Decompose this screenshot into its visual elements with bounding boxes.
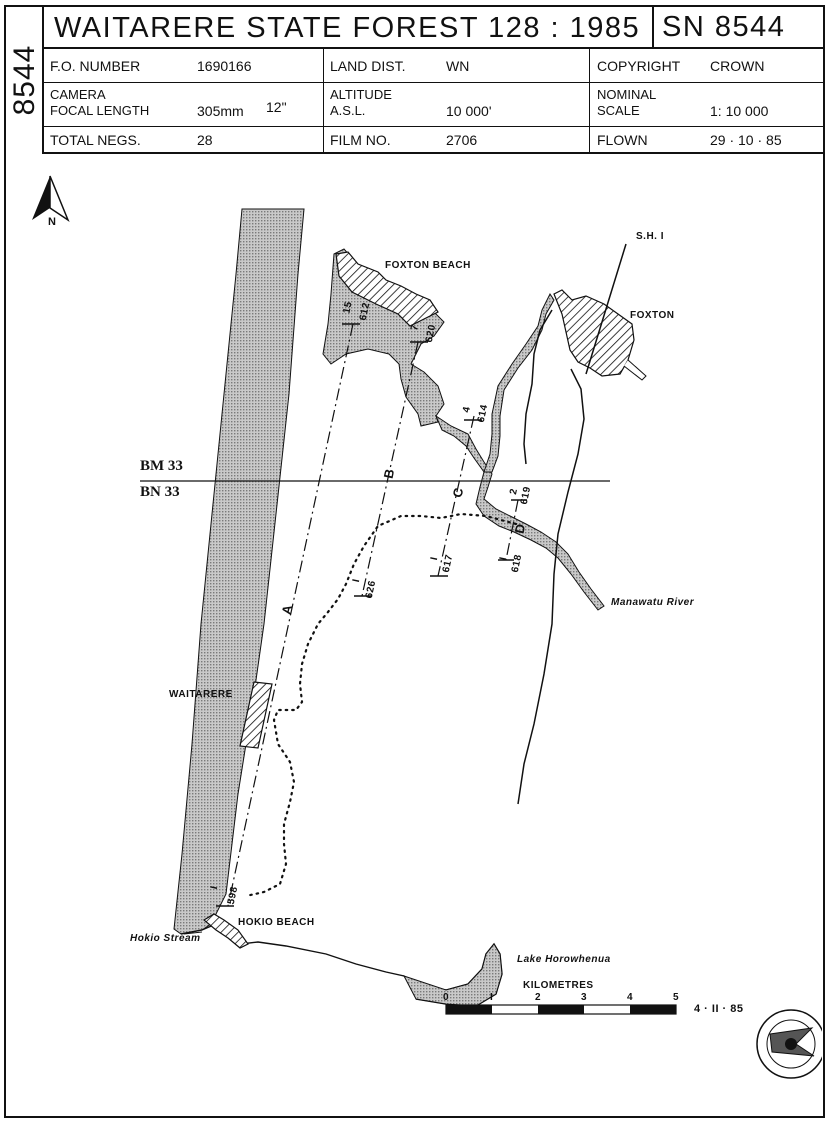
flight-line-d bbox=[505, 499, 519, 561]
north-label: N bbox=[48, 216, 57, 228]
river-old-channel-2 bbox=[523, 309, 553, 465]
aerial-mapping-seal-icon bbox=[756, 1009, 822, 1079]
land-dist-value: WN bbox=[446, 58, 470, 74]
film-no-label: FILM NO. bbox=[330, 132, 391, 148]
flown-label: FLOWN bbox=[597, 132, 648, 148]
focal-length-inches: 12" bbox=[266, 99, 287, 115]
river-upper-reach bbox=[483, 293, 555, 473]
film-no-value: 2706 bbox=[446, 132, 478, 148]
label-sh1: S.H. I bbox=[636, 231, 665, 242]
map-area: FOXTON BEACH FOXTON S.H. I WAITARERE HOK… bbox=[6, 154, 822, 1115]
foxton-spur bbox=[623, 359, 647, 381]
map-date: 4 · II · 85 bbox=[694, 1003, 744, 1015]
label-foxton: FOXTON bbox=[630, 310, 675, 321]
total-negs-label: TOTAL NEGS. bbox=[50, 132, 141, 148]
river-old-channel bbox=[517, 368, 585, 805]
copyright-label: COPYRIGHT bbox=[597, 58, 681, 74]
map-sheet: 8544 WAITARERE STATE FOREST 128 : 1985 S… bbox=[4, 5, 825, 1118]
altitude-value: 10 000' bbox=[446, 103, 492, 119]
total-negs-value: 28 bbox=[197, 132, 213, 148]
title-row: WAITARERE STATE FOREST 128 : 1985 SN 854… bbox=[44, 7, 823, 49]
scale-tick-2: 2 bbox=[535, 992, 542, 1003]
camera-label: CAMERA bbox=[50, 87, 106, 102]
asl-label: A.S.L. bbox=[330, 103, 366, 118]
scale-tick-0: 0 bbox=[443, 992, 450, 1003]
sheet-title: WAITARERE STATE FOREST 128 : 1985 bbox=[54, 12, 641, 44]
flight-lines bbox=[227, 323, 519, 907]
column-divider bbox=[589, 49, 590, 154]
fo-number-label: F.O. NUMBER bbox=[50, 58, 141, 74]
foxton-settlement bbox=[553, 289, 635, 377]
scale-tick-1: I bbox=[490, 992, 494, 1003]
scale-tick-3: 3 bbox=[581, 992, 588, 1003]
flight-line-c bbox=[437, 415, 475, 577]
state-highway-1 bbox=[585, 243, 627, 375]
scale-tick-4: 4 bbox=[627, 992, 634, 1003]
scale-tick-5: 5 bbox=[673, 992, 680, 1003]
scale-bar bbox=[445, 1004, 677, 1015]
hokio-stream bbox=[183, 931, 203, 935]
fo-number-value: 1690166 bbox=[197, 58, 252, 74]
flight-line-a bbox=[227, 323, 354, 907]
column-divider bbox=[323, 49, 324, 154]
north-arrow-icon bbox=[32, 175, 70, 222]
side-code-panel: 8544 bbox=[6, 7, 44, 154]
forest-boundary bbox=[244, 512, 518, 898]
info-row-2: CAMERA FOCAL LENGTH 305mm 12" ALTITUDE A… bbox=[44, 83, 823, 127]
run-end-ticks bbox=[216, 323, 527, 907]
waitarere-settlement bbox=[239, 681, 273, 749]
map-canvas bbox=[32, 175, 822, 1079]
sheet-number: SN 8544 bbox=[652, 7, 785, 47]
foxton-beach-settlement bbox=[335, 251, 439, 327]
altitude-label: ALTITUDE bbox=[330, 87, 392, 102]
scale-value: 1: 10 000 bbox=[710, 103, 769, 119]
label-hokio-beach: HOKIO BEACH bbox=[238, 917, 315, 928]
copyright-value: CROWN bbox=[710, 58, 765, 74]
label-hokio-stream: Hokio Stream bbox=[130, 933, 201, 944]
hokio-beach-settlement bbox=[202, 913, 249, 949]
label-waitarere: WAITARERE bbox=[169, 689, 233, 700]
info-row-3: TOTAL NEGS. 28 FILM NO. 2706 FLOWN 29 · … bbox=[44, 127, 823, 154]
land-dist-label: LAND DIST. bbox=[330, 58, 406, 74]
side-code: 8544 bbox=[8, 44, 41, 116]
grid-bn-label: BN 33 bbox=[140, 484, 180, 500]
grid-bm-label: BM 33 bbox=[140, 458, 183, 474]
label-foxton-beach: FOXTON BEACH bbox=[385, 260, 471, 271]
label-lake-horowhenua: Lake Horowhenua bbox=[517, 954, 611, 965]
info-row-1: F.O. NUMBER 1690166 LAND DIST. WN COPYRI… bbox=[44, 49, 823, 83]
scale-label: SCALE bbox=[597, 103, 640, 118]
focal-length-value: 305mm bbox=[197, 103, 244, 119]
lake-horowhenua bbox=[402, 943, 503, 1007]
coastal-dunes bbox=[173, 208, 305, 935]
focal-length-label: FOCAL LENGTH bbox=[50, 103, 150, 118]
scale-bar-title: KILOMETRES bbox=[523, 980, 594, 991]
flown-value: 29 · 10 · 85 bbox=[710, 132, 782, 148]
label-manawatu-river: Manawatu River bbox=[611, 597, 695, 608]
nominal-label: NOMINAL bbox=[597, 87, 657, 102]
